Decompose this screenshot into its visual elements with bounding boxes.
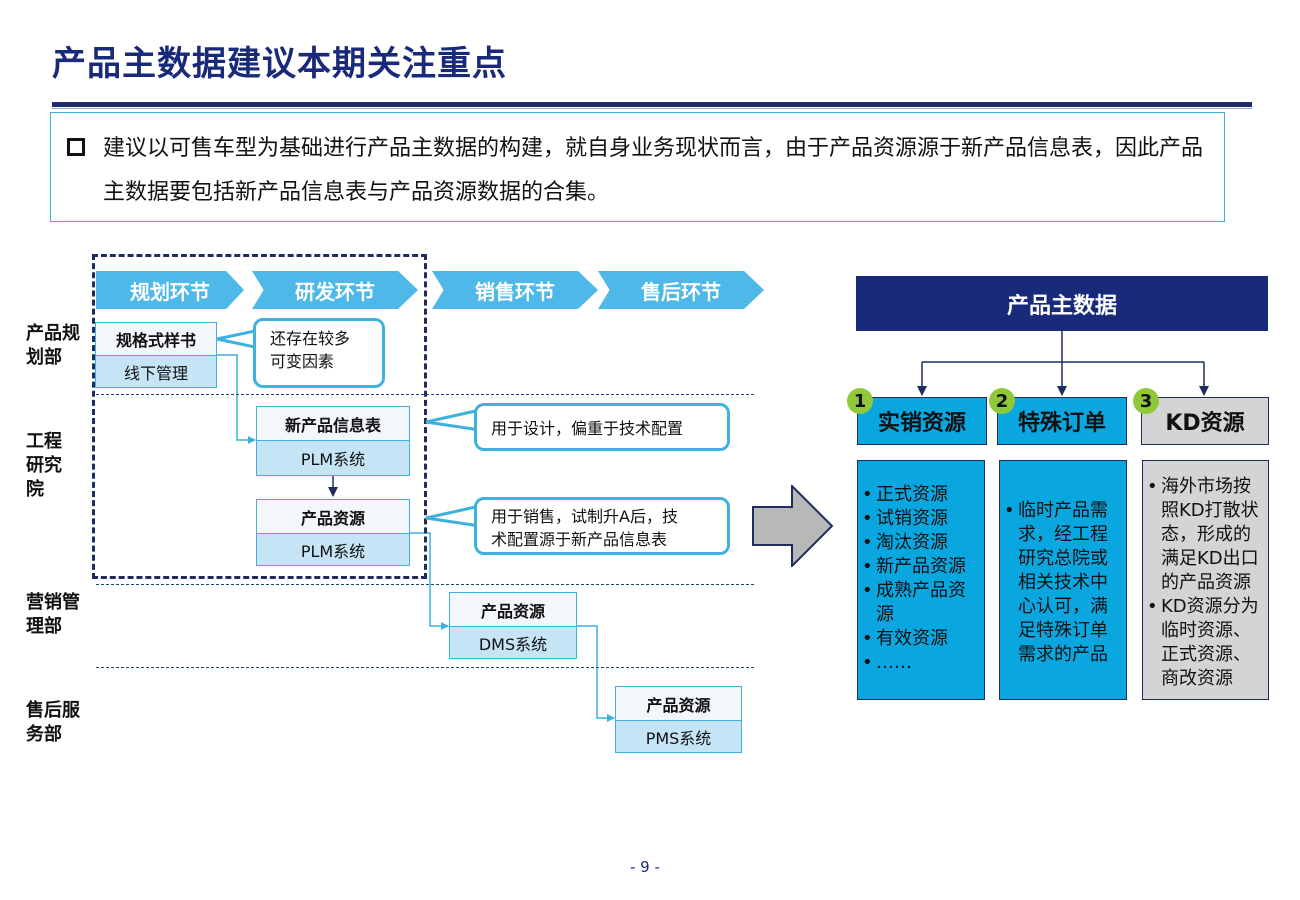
master-data-header: 产品主数据 xyxy=(856,276,1268,331)
list-item: KD资源分为临时资源、正式资源、商改资源 xyxy=(1147,595,1264,691)
box-spec-book: 规格式样书 线下管理 xyxy=(95,322,217,388)
stage-sales: 销售环节 xyxy=(432,271,598,309)
list-item: …… xyxy=(862,651,980,675)
page-title: 产品主数据建议本期关注重点 xyxy=(52,44,507,84)
list-item: 临时产品需求，经工程研究总院或相关技术中心认可，满足特殊订单需求的产品 xyxy=(1004,499,1122,667)
title-rule-thin xyxy=(52,108,1252,109)
connector-dms-to-pms xyxy=(577,625,615,722)
box-new-product-info: 新产品信息表 PLM系统 xyxy=(256,406,410,476)
right-arrow-icon xyxy=(752,485,834,567)
box-resource-dms: 产品资源 DMS系统 xyxy=(449,592,577,659)
intro-text: 建议以可售车型为基础进行产品主数据的构建，就自身业务现状而言，由于产品资源源于新… xyxy=(103,136,1204,205)
list-item: 淘汰资源 xyxy=(862,531,980,555)
list-item: 新产品资源 xyxy=(862,555,980,579)
category-special-order: 特殊订单 xyxy=(997,397,1127,445)
connector-spec-to-newinfo xyxy=(217,354,256,444)
box-resource-pms: 产品资源 PMS系统 xyxy=(615,686,742,753)
connector-plm-to-dms xyxy=(410,532,449,630)
callout-pointer xyxy=(425,408,481,432)
list-item: 有效资源 xyxy=(862,627,980,651)
callout-pointer xyxy=(425,504,481,528)
list-item: 海外市场按照KD打散状态，形成的满足KD出口的产品资源 xyxy=(1147,475,1264,595)
detail-kd-resource: 海外市场按照KD打散状态，形成的满足KD出口的产品资源 KD资源分为临时资源、正… xyxy=(1142,460,1269,700)
callout-pointer xyxy=(216,329,256,349)
focus-scope-frame xyxy=(92,254,427,579)
lane-divider xyxy=(96,584,754,585)
page-number: - 9 - xyxy=(630,858,660,876)
number-badge-2: 2 xyxy=(989,388,1015,414)
category-actual-sales: 实销资源 xyxy=(857,397,987,445)
title-rule xyxy=(52,102,1252,107)
list-item: 试销资源 xyxy=(862,507,980,531)
box-resource-plm: 产品资源 PLM系统 xyxy=(256,499,410,566)
number-badge-3: 3 xyxy=(1133,388,1159,414)
dept-product-planning: 产品规划部 xyxy=(26,323,80,368)
callout-variable-factors: 还存在较多可变因素 xyxy=(253,318,385,388)
callout-sales-usage: 用于销售，试制升A后，技术配置源于新产品信息表 xyxy=(474,497,730,555)
detail-special-order: 临时产品需求，经工程研究总院或相关技术中心认可，满足特殊订单需求的产品 xyxy=(999,460,1127,700)
list-item: 正式资源 xyxy=(862,483,980,507)
category-kd-resource: KD资源 xyxy=(1141,397,1269,445)
list-item: 成熟产品资源 xyxy=(862,579,980,627)
dept-engineering: 工程研究院 xyxy=(26,431,62,500)
dept-aftersales: 售后服务部 xyxy=(26,700,80,745)
dept-marketing: 营销管理部 xyxy=(26,592,80,637)
lane-divider xyxy=(96,667,754,668)
detail-actual-sales: 正式资源 试销资源 淘汰资源 新产品资源 成熟产品资源 有效资源 …… xyxy=(857,460,985,700)
stage-rnd: 研发环节 xyxy=(252,271,418,309)
square-bullet-icon xyxy=(67,138,85,156)
intro-box: 建议以可售车型为基础进行产品主数据的构建，就自身业务现状而言，由于产品资源源于新… xyxy=(50,112,1225,222)
callout-design-usage: 用于设计，偏重于技术配置 xyxy=(474,403,730,451)
stage-aftersales: 售后环节 xyxy=(598,271,764,309)
number-badge-1: 1 xyxy=(847,388,873,414)
stage-planning: 规划环节 xyxy=(96,271,244,309)
